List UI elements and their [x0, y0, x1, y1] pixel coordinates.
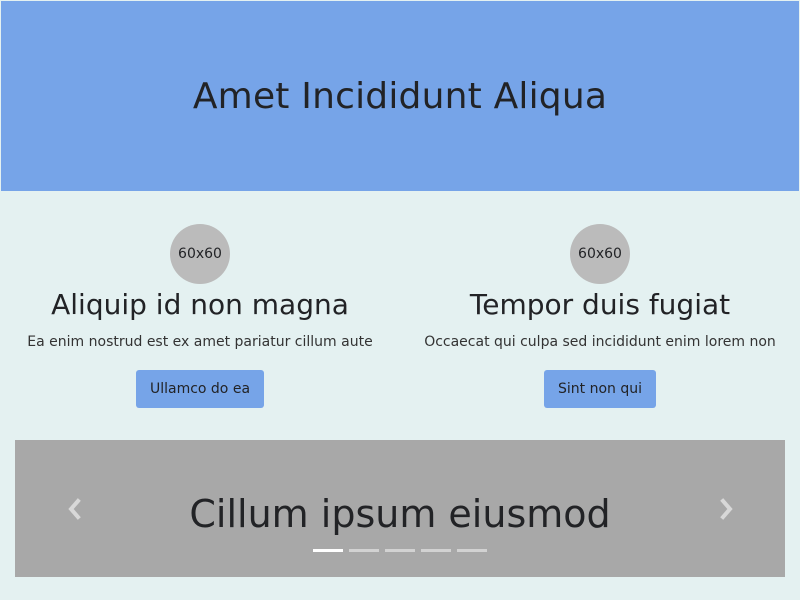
hero-banner: Amet Incididunt Aliqua [1, 1, 799, 191]
chevron-right-icon [720, 498, 733, 520]
feature-description: Occaecat qui culpa sed incididunt enim l… [424, 334, 776, 350]
feature-section: 60x60 Aliquip id non magna Ea enim nostr… [0, 191, 800, 440]
feature-card-tempor: 60x60 Tempor duis fugiat Occaecat qui cu… [400, 191, 800, 440]
carousel-indicator-4[interactable] [421, 549, 451, 552]
carousel-indicator-2[interactable] [349, 549, 379, 552]
carousel-next-button[interactable] [713, 494, 741, 524]
feature-title: Tempor duis fugiat [469, 288, 731, 321]
carousel-title: Cillum ipsum eiusmod [189, 492, 611, 536]
avatar-placeholder: 60x60 [570, 224, 630, 284]
carousel-prev-button[interactable] [60, 494, 88, 524]
hero-title: Amet Incididunt Aliqua [192, 75, 608, 117]
feature-card-aliquip: 60x60 Aliquip id non magna Ea enim nostr… [0, 191, 400, 440]
carousel: Cillum ipsum eiusmod [15, 440, 785, 577]
sint-non-qui-button[interactable]: Sint non qui [544, 370, 656, 408]
carousel-indicator-3[interactable] [385, 549, 415, 552]
carousel-indicator-5[interactable] [457, 549, 487, 552]
carousel-indicators [313, 549, 489, 553]
ullamco-do-ea-button[interactable]: Ullamco do ea [136, 370, 264, 408]
chevron-left-icon [68, 498, 81, 520]
avatar-placeholder: 60x60 [170, 224, 230, 284]
feature-description: Ea enim nostrud est ex amet pariatur cil… [27, 334, 373, 350]
feature-title: Aliquip id non magna [51, 288, 349, 321]
carousel-indicator-1[interactable] [313, 549, 343, 552]
